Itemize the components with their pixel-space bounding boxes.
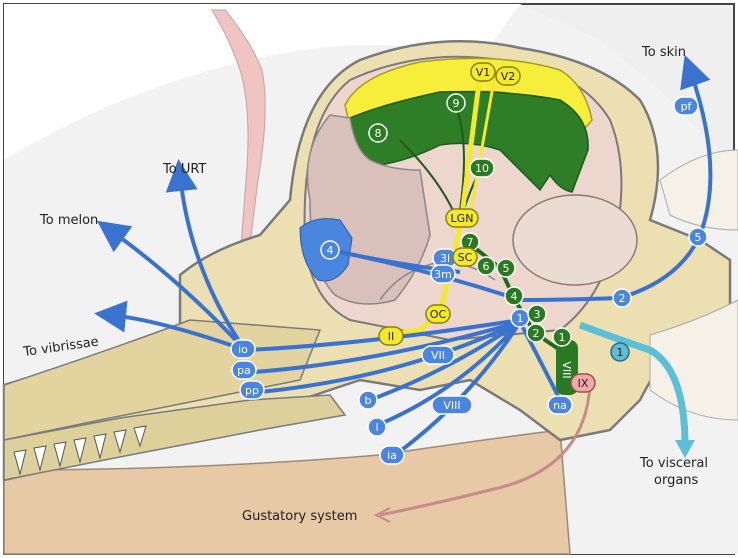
- node-label: 9: [453, 97, 460, 110]
- node-green-9: 9: [446, 93, 466, 113]
- node-label: 5: [695, 231, 702, 244]
- node-blue-3m: 3m: [430, 264, 456, 284]
- node-blue-1b: 1: [510, 308, 530, 328]
- node-label: pf: [681, 100, 693, 113]
- node-green-5g: 5: [496, 258, 516, 278]
- node-label: OC: [430, 308, 447, 321]
- node-label: 5: [503, 262, 510, 275]
- node-label: IX: [578, 377, 589, 390]
- cerebellum: [512, 194, 638, 286]
- node-label: 7: [467, 236, 474, 249]
- label-to-urt: To URT: [162, 162, 206, 177]
- label-to-skin: To skin: [641, 45, 686, 60]
- node-label: 8: [375, 127, 382, 140]
- node-blue-ia: ia: [379, 445, 405, 465]
- visual-path: [389, 74, 483, 338]
- node-green-3g: 3: [527, 304, 547, 324]
- node-label: na: [553, 399, 567, 412]
- node-label: b: [365, 394, 372, 407]
- node-label: II: [388, 330, 395, 343]
- node-blue-VIIb: VII: [421, 345, 455, 365]
- node-green-VIIIg: VIII: [560, 361, 573, 378]
- node-green-8: 8: [368, 123, 388, 143]
- auditory-path-8: [399, 139, 456, 216]
- node-green-10: 10: [469, 158, 495, 178]
- node-blue-l: l: [367, 417, 387, 437]
- label-to-visceral-1: To visceral: [639, 456, 708, 471]
- node-label: VIII: [443, 399, 460, 412]
- node-label: io: [238, 343, 248, 356]
- arrow-head-icon: [675, 440, 695, 458]
- node-yellow-V2: V2: [495, 66, 521, 86]
- node-label: 10: [475, 162, 489, 175]
- node-yellow-V1: V1: [470, 62, 496, 82]
- node-label: 3m: [434, 268, 452, 281]
- node-blue-io: io: [230, 339, 256, 359]
- node-blue-pp: pp: [239, 380, 265, 400]
- node-yellow-LGN: LGN: [445, 208, 479, 228]
- node-blue-b: b: [358, 390, 378, 410]
- node-green-2g: 2: [526, 323, 546, 343]
- node-label: 1: [559, 331, 566, 344]
- node-label: V1: [476, 66, 491, 79]
- node-label: pp: [245, 384, 259, 397]
- node-yellow-II: II: [378, 326, 404, 346]
- node-green-4g: 4: [504, 286, 524, 306]
- node-label: l: [375, 421, 378, 434]
- mandible: [3, 394, 347, 481]
- node-pink-IX: IX: [570, 373, 596, 393]
- node-label: ia: [387, 449, 397, 462]
- node-blue-5b: 5: [688, 227, 708, 247]
- node-blue-pa: pa: [231, 360, 257, 380]
- water-background: [4, 4, 520, 160]
- teeth: [13, 425, 147, 476]
- node-blue-VIIIb: VIII: [431, 395, 473, 415]
- node-label: 4: [511, 290, 518, 303]
- vertebra-lower: [649, 299, 738, 421]
- node-label: VII: [431, 349, 445, 362]
- node-green-7: 7: [460, 232, 480, 252]
- node-label: 1: [617, 346, 624, 359]
- arrow-head-icon: [373, 507, 391, 523]
- label-to-melon: To melon: [39, 213, 98, 228]
- visual-path-v2: [468, 74, 497, 216]
- node-label: LGN: [451, 212, 474, 225]
- node-yellow-OC: OC: [425, 304, 451, 324]
- node-blue-2b: 2: [612, 288, 632, 308]
- node-blue-4b: 4: [320, 240, 340, 260]
- node-label: 3: [534, 308, 541, 321]
- node-label: SC: [458, 251, 473, 264]
- node-label: V2: [501, 70, 516, 83]
- node-label: VIII: [560, 361, 573, 378]
- auditory-path-9: [454, 104, 465, 211]
- node-label: 1: [517, 312, 524, 325]
- gustatory-path: [379, 384, 592, 517]
- node-green-1g: 1: [552, 327, 572, 347]
- node-blue-pf: pf: [673, 96, 699, 116]
- label-gustatory: Gustatory system: [242, 509, 357, 524]
- node-green-6: 6: [476, 256, 496, 276]
- label-to-visceral-2: organs: [654, 473, 699, 488]
- node-label: 2: [533, 327, 540, 340]
- vertebra-upper: [659, 149, 738, 231]
- node-label: 3l: [440, 252, 450, 265]
- node-cyan-1c: 1: [610, 342, 630, 362]
- node-yellow-SC: SC: [452, 247, 478, 267]
- node-label: 6: [483, 260, 490, 273]
- node-blue-na: na: [547, 395, 573, 415]
- node-label: 4: [327, 244, 334, 257]
- node-label: 2: [619, 292, 626, 305]
- node-label: pa: [237, 364, 251, 377]
- throat-tissue: [3, 429, 571, 555]
- vagus-nerve: [578, 321, 689, 446]
